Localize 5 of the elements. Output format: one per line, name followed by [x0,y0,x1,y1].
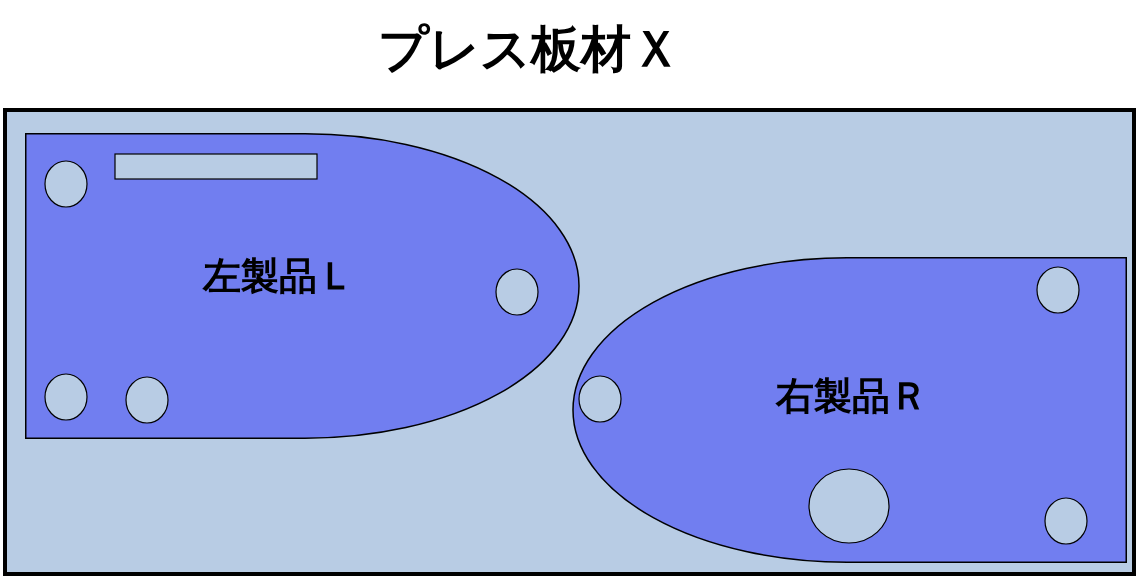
product-blank [572,257,1127,563]
product-label: 左製品Ｌ [203,252,355,300]
product-blank [25,133,580,439]
sheet-title: プレス板材Ｘ [377,18,681,80]
product-label: 右製品Ｒ [776,372,928,420]
